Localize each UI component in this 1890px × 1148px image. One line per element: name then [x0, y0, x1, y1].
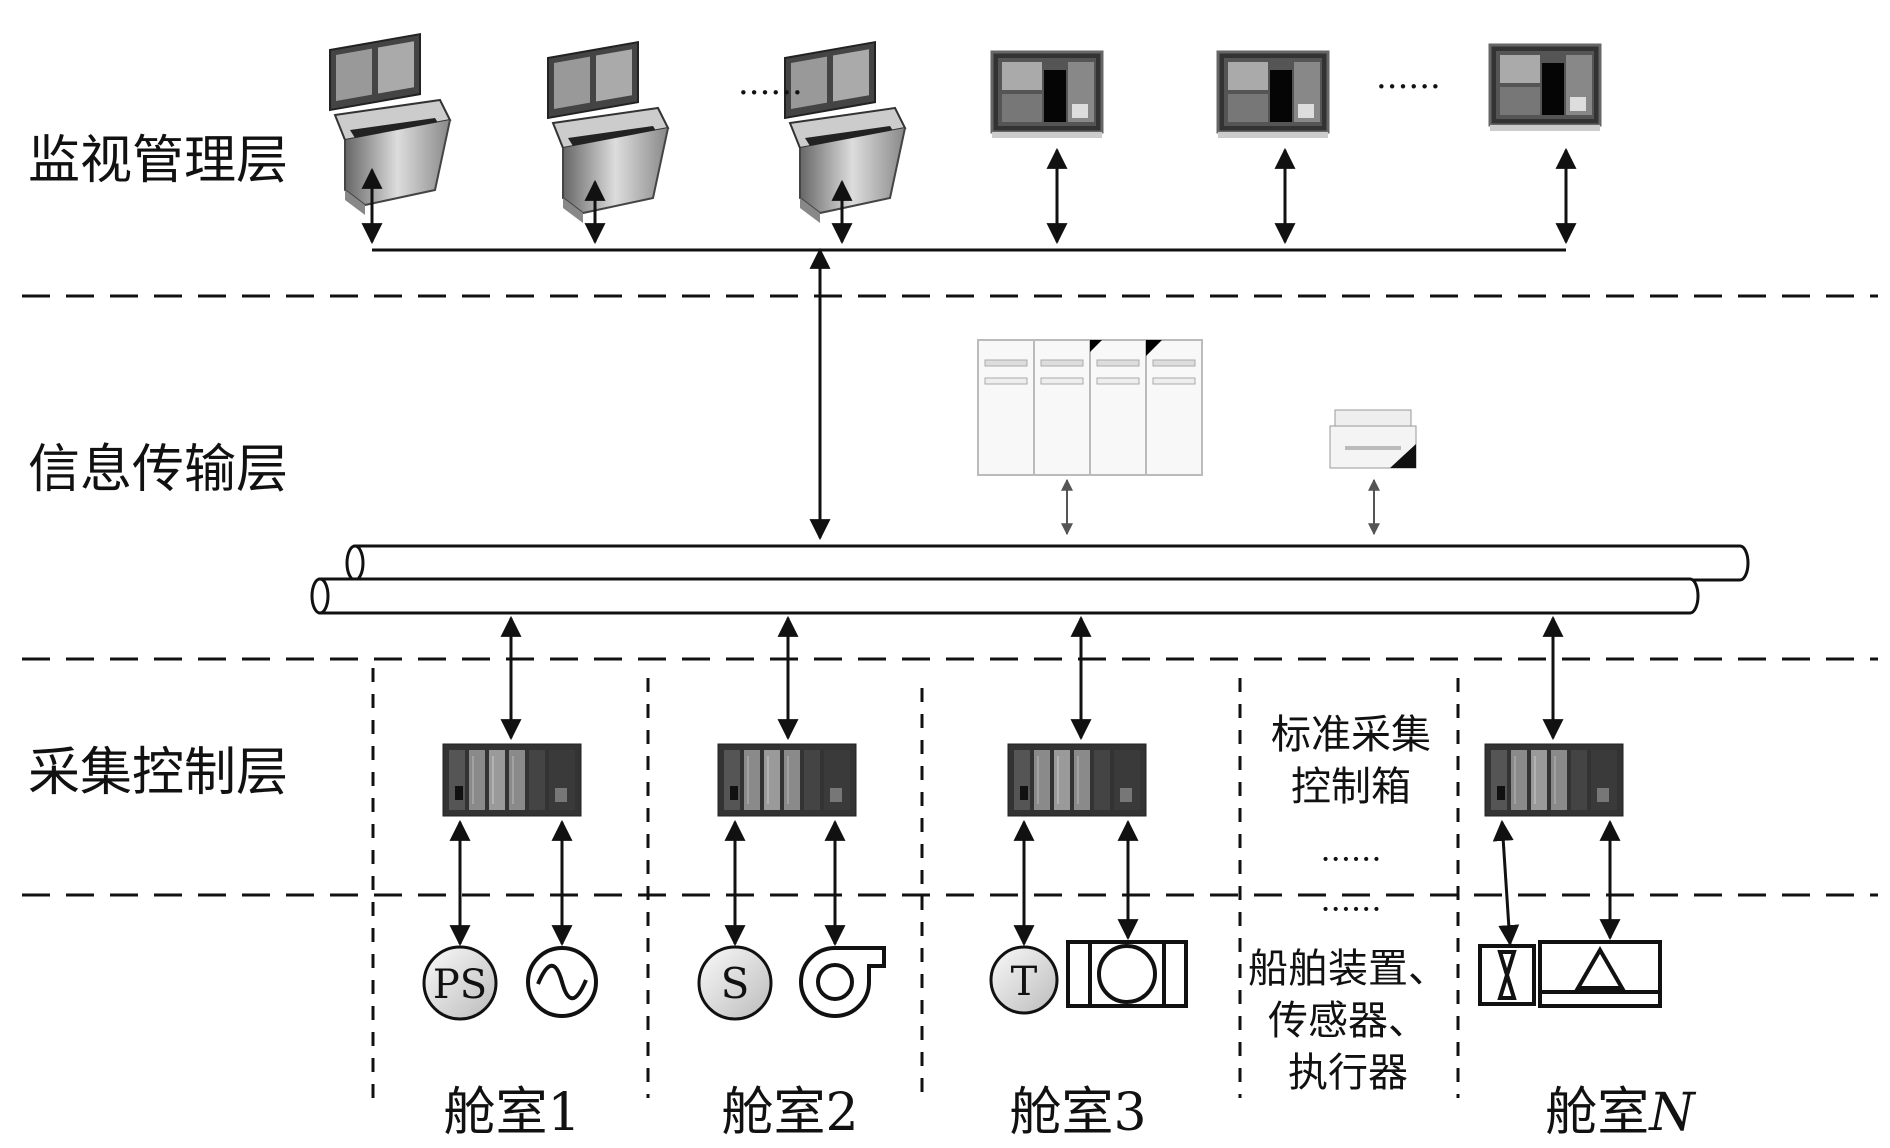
fan-blower-icon — [799, 946, 886, 1018]
top-ellipsis-left: ······ — [738, 73, 803, 113]
legend-ellipsis-2: ······ — [1320, 890, 1381, 928]
generator-icon — [526, 946, 598, 1018]
legend-device-line1: 船舶装置、 — [1248, 946, 1448, 992]
monitoring-connections — [361, 147, 1577, 541]
cabin-label-3: 舱室3 — [1009, 1083, 1146, 1143]
layer-label-transmission: 信息传输层 — [28, 440, 288, 500]
layer-label-acquisition: 采集控制层 — [28, 743, 288, 803]
layer-separators — [22, 294, 1878, 897]
legend-box-line2: 控制箱 — [1291, 764, 1411, 810]
cabin-label-n-suffix: N — [1647, 1083, 1696, 1143]
plc-controller-icon — [717, 743, 857, 817]
legend-ellipsis-1: ······ — [1320, 840, 1381, 878]
legend-box-line1: 标准采集 — [1271, 712, 1431, 758]
temperature-sensor-icon: T — [989, 945, 1059, 1015]
cabin-label-1: 舱室1 — [443, 1083, 580, 1143]
plc-controller-icon — [442, 743, 582, 817]
cabin-label-n-prefix: 舱室 — [1545, 1083, 1649, 1143]
server-rack-icon — [977, 339, 1203, 476]
console-workstation-icon — [547, 41, 669, 225]
monitor-icon — [990, 50, 1104, 140]
legend-device-line3: 执行器 — [1288, 1050, 1408, 1096]
printer-icon — [1329, 409, 1417, 469]
layer-label-monitoring: 监视管理层 — [28, 131, 288, 191]
console-workstation-icon — [784, 41, 906, 225]
monitor-icon — [1216, 50, 1330, 140]
valve-icon — [1478, 944, 1536, 1006]
device-links — [449, 819, 1621, 947]
switch-sensor-icon: S — [697, 945, 773, 1021]
plc-controller-icon — [1484, 743, 1624, 817]
cabin-label-n: 舱室N — [1545, 1083, 1696, 1143]
network-bus — [310, 544, 1750, 615]
monitor-icon — [1488, 43, 1602, 133]
sensor-label-ps: PS — [433, 962, 487, 1008]
top-ellipsis-right: ······ — [1376, 67, 1441, 107]
legend-device-line2: 传感器、 — [1268, 998, 1428, 1044]
cabin-dividers — [371, 668, 1460, 1098]
plc-controller-icon — [1007, 743, 1147, 817]
sensor-label-t: T — [1011, 959, 1038, 1005]
actuator-icon — [1538, 940, 1662, 1008]
console-workstation-icon — [329, 33, 451, 217]
cabin-label-2: 舱室2 — [721, 1083, 858, 1143]
pump-motor-icon — [1066, 940, 1188, 1008]
sensor-label-s: S — [721, 959, 750, 1008]
pressure-switch-icon: PS — [422, 945, 498, 1021]
acquisition-links — [500, 615, 1564, 741]
